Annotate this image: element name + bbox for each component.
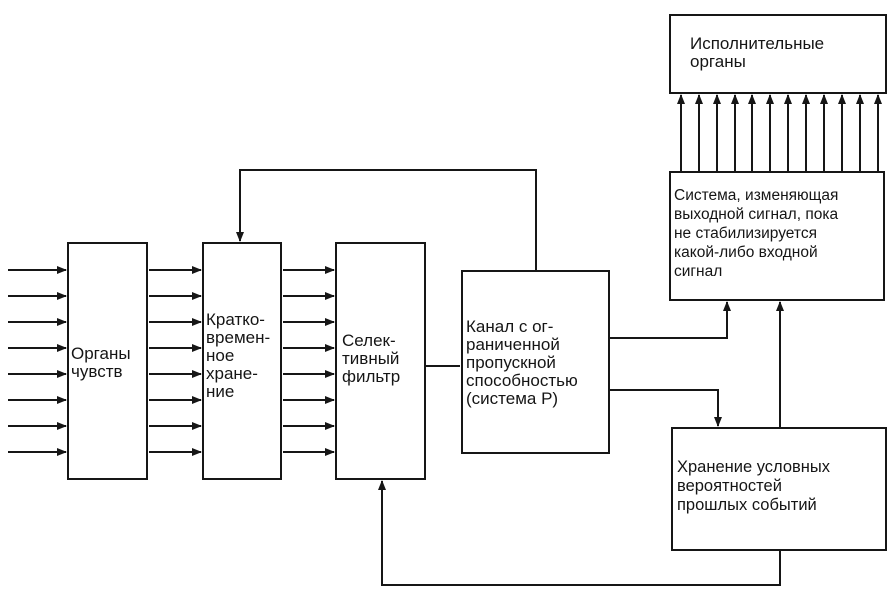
channel-to-store-arrow (609, 389, 722, 427)
effectors-box (669, 14, 887, 94)
sense-organs-box (67, 242, 148, 480)
output-adjusting-system-box (669, 171, 885, 301)
channel-feedback-arrow (236, 169, 537, 271)
limited-channel-label: Канал с ог- раниченной пропускной способ… (466, 317, 578, 408)
connection-arrows (8, 94, 882, 586)
selective-filter-label: Селек- тивный фильтр (342, 331, 401, 386)
short-term-storage-label: Кратко- времен- ное хране- ние (206, 310, 271, 401)
selective-filter-box (335, 242, 426, 480)
effectors-label: Исполнительные органы (690, 34, 825, 71)
channel-to-output-system-arrow (609, 301, 731, 339)
conditional-probability-store-label: Хранение условных вероятностей прошлых с… (677, 458, 831, 514)
sense-organs-label: Органы чувств (71, 344, 131, 381)
limited-channel-box (461, 270, 610, 454)
store-feedback-arrow (378, 480, 781, 586)
output-adjusting-system-label: Система, изменяющая выходной сигнал, пок… (674, 187, 839, 280)
short-term-storage-box (202, 242, 282, 480)
